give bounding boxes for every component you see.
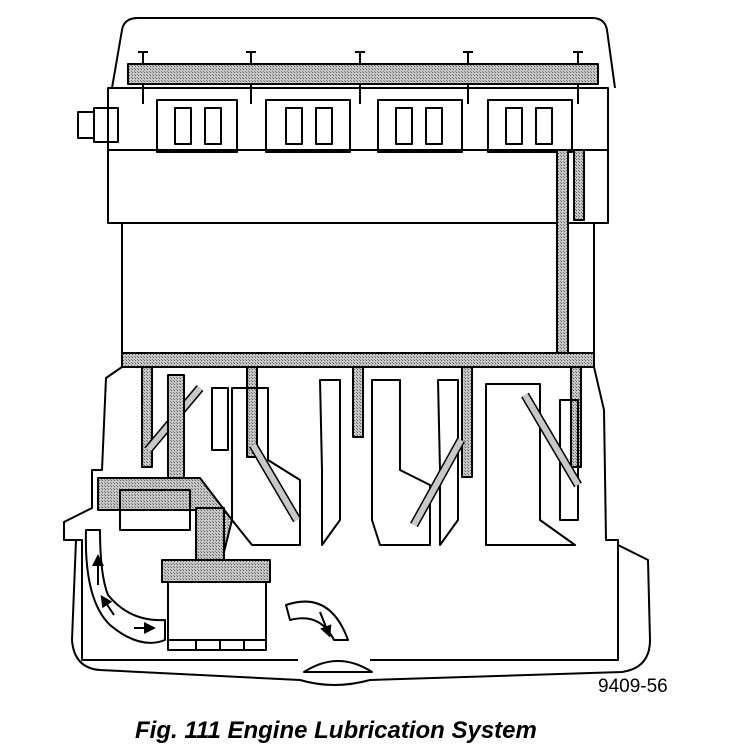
figure-caption: Fig. 111 Engine Lubrication System <box>135 717 537 744</box>
main-bearing-webs <box>141 366 582 478</box>
main-oil-gallery <box>121 352 595 368</box>
camshaft-nose <box>77 107 119 143</box>
arrow-down-icon <box>319 611 332 638</box>
flow-arrows <box>92 554 332 638</box>
crankcase <box>63 366 619 661</box>
valve-cover <box>111 17 616 89</box>
cylinder-block <box>121 222 595 354</box>
oil-pump <box>97 374 233 571</box>
riser-passage <box>556 149 569 354</box>
crankshaft <box>211 379 579 546</box>
camshaft-lobes <box>156 99 573 153</box>
figure-id-label: 9409-56 <box>598 676 668 697</box>
arrow-up-icon <box>100 595 115 616</box>
return-flow-path <box>84 529 166 644</box>
rocker-bolts <box>138 51 583 104</box>
oil-filter <box>161 559 271 651</box>
oil-pan <box>71 539 651 686</box>
oil-pickup <box>285 600 373 673</box>
upper-oil-gallery <box>127 63 599 85</box>
